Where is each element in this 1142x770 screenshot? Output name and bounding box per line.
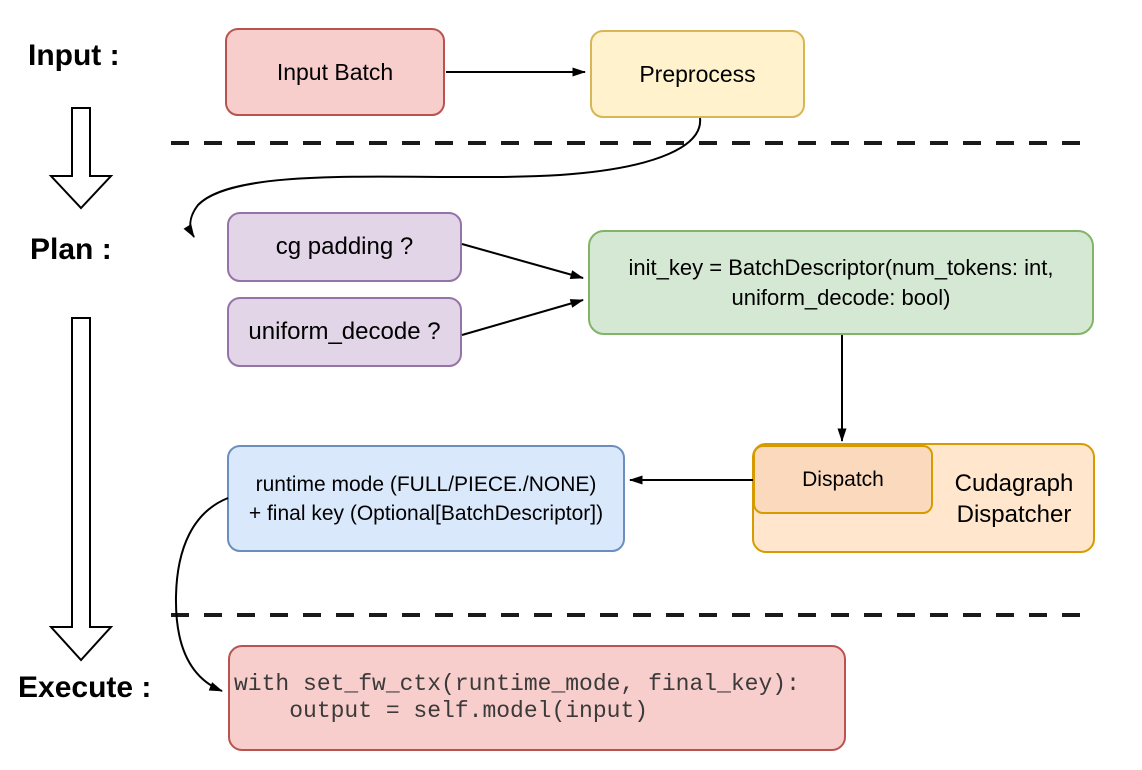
- node-dispatch: Dispatch: [753, 445, 933, 514]
- node-execute-code: with set_fw_ctx(runtime_mode, final_key)…: [228, 645, 846, 751]
- arrow-uniform-decode-to-init-key: [461, 299, 584, 336]
- node-cg-padding: cg padding ?: [227, 212, 462, 282]
- cudagraph-label-line2: Dispatcher: [956, 501, 1072, 528]
- arrow-cg-padding-to-init-key: [461, 243, 584, 279]
- node-runtime-mode-line1: runtime mode (FULL/PIECE./NONE): [255, 472, 597, 496]
- section-label-execute: Execute :: [18, 671, 152, 704]
- node-cudagraph-dispatcher-label: Cudagraph Dispatcher: [933, 468, 1095, 530]
- node-input-batch: Input Batch: [225, 28, 445, 116]
- node-preprocess-label: Preprocess: [639, 60, 756, 87]
- section-label-input: Input :: [28, 39, 120, 72]
- flow-arrow-input-to-plan: [48, 107, 114, 210]
- node-uniform-decode: uniform_decode ?: [227, 297, 462, 367]
- node-dispatch-label: Dispatch: [802, 467, 884, 491]
- node-input-batch-label: Input Batch: [276, 58, 394, 85]
- execute-code-line2: output = self.model(input): [234, 698, 649, 724]
- node-runtime-mode: runtime mode (FULL/PIECE./NONE) + final …: [227, 445, 625, 552]
- arrow-runtime-mode-to-execute: [174, 497, 229, 692]
- flow-arrow-plan-to-execute: [48, 317, 114, 662]
- node-init-key: init_key = BatchDescriptor(num_tokens: i…: [588, 230, 1094, 335]
- node-runtime-mode-line2: + final key (Optional[BatchDescriptor]): [248, 501, 604, 525]
- cudagraph-label-line1: Cudagraph: [954, 470, 1074, 497]
- node-init-key-line2: uniform_decode: bool): [731, 284, 951, 310]
- node-init-key-line1: init_key = BatchDescriptor(num_tokens: i…: [628, 254, 1054, 280]
- execute-code-line1: with set_fw_ctx(runtime_mode, final_key)…: [234, 671, 800, 697]
- node-uniform-decode-label: uniform_decode ?: [248, 318, 441, 345]
- node-cg-padding-label: cg padding ?: [275, 233, 414, 260]
- section-label-plan: Plan :: [30, 233, 112, 266]
- node-preprocess: Preprocess: [590, 30, 805, 118]
